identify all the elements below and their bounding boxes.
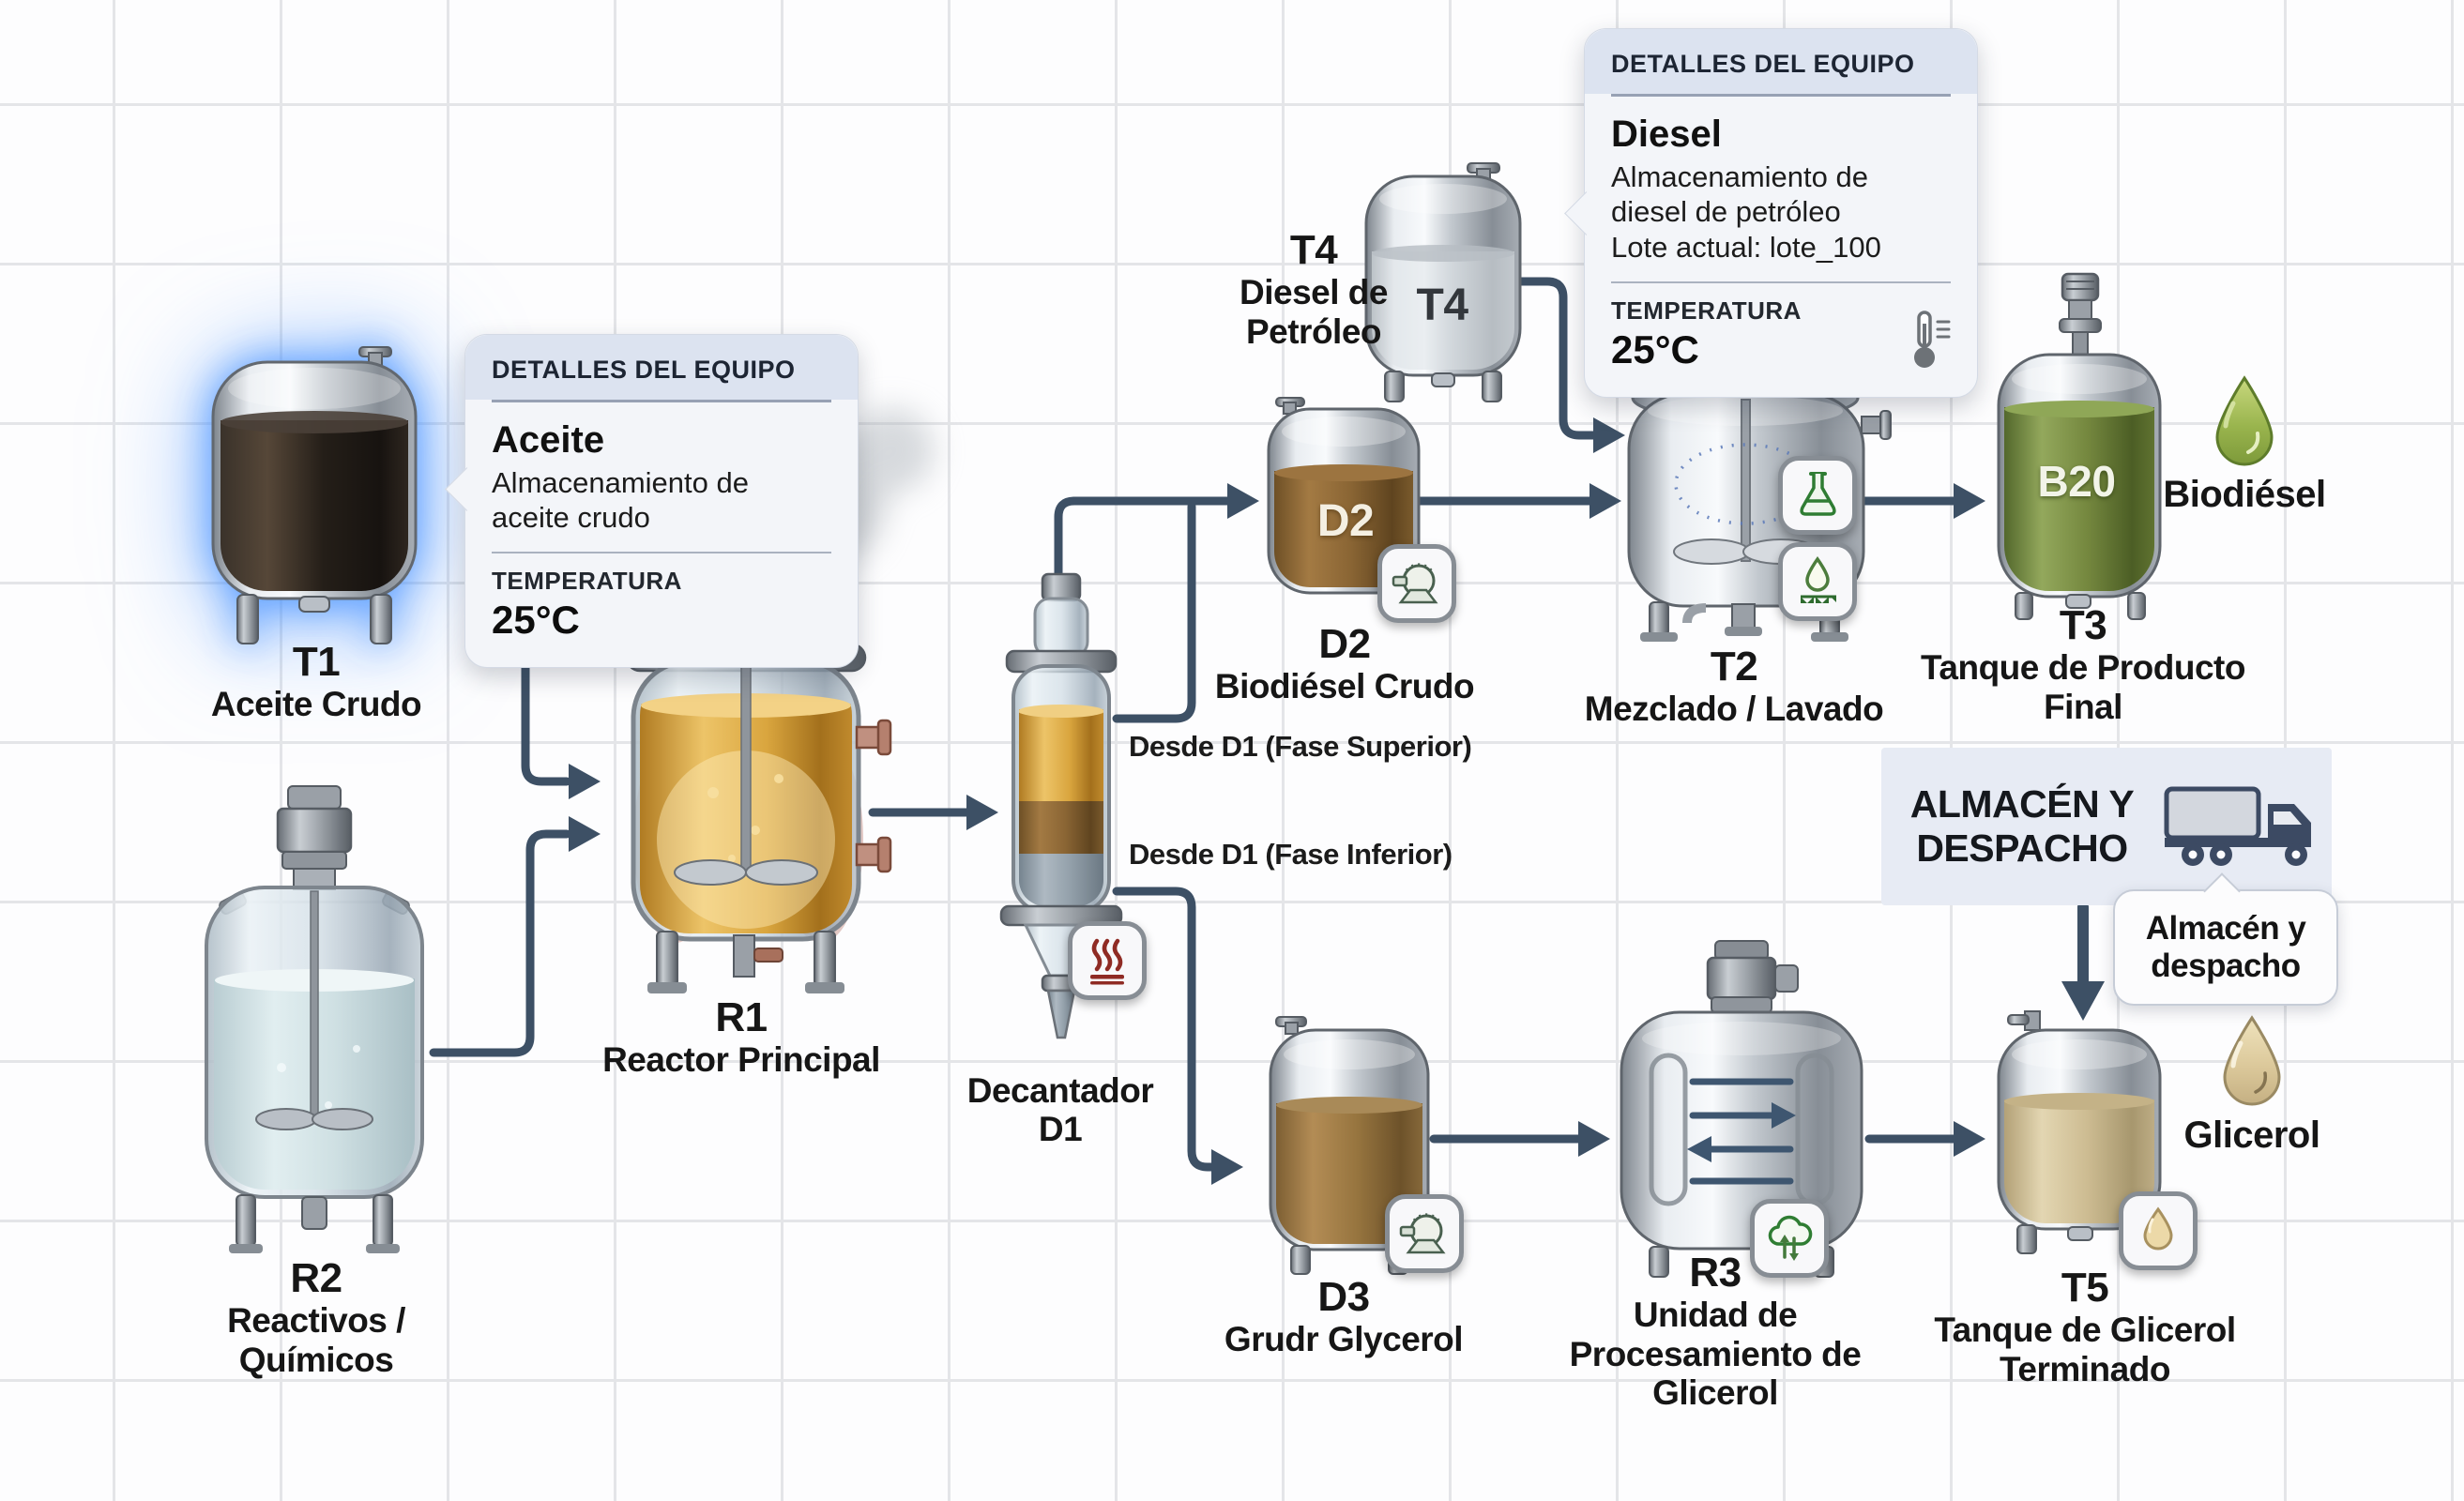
almacen-bubble-text: Almacén y despacho <box>2145 910 2306 984</box>
temp-value: 25°C <box>492 598 580 643</box>
t3-tank[interactable] <box>1991 272 2169 623</box>
t4-tank[interactable] <box>1359 161 1528 407</box>
d1-decanter[interactable] <box>990 561 1131 1091</box>
t3-tank-text: B20 <box>2037 457 2116 506</box>
arrow-d1-to-d2 <box>1227 483 1259 519</box>
d2-tank-text: D2 <box>1316 496 1375 546</box>
arrow-r1-to-d1 <box>966 795 998 830</box>
arrow-t2-to-t3 <box>1954 483 1985 519</box>
chemical-flask-icon <box>1800 472 1836 516</box>
t4-name: Diesel de Petróleo <box>1240 273 1388 351</box>
glicerol-label: Glicerol <box>2183 1114 2320 1156</box>
t4-tank-text: T4 <box>1416 280 1468 330</box>
label-r3: R3 Unidad de Procesamiento de Glicerol <box>1551 1250 1879 1413</box>
t1-code: T1 <box>292 639 341 685</box>
d1-heater-badge[interactable] <box>1068 921 1147 1000</box>
tooltip-title: Aceite <box>492 419 605 461</box>
stream-fase-superior: Desde D1 (Fase Superior) <box>1129 730 1472 763</box>
tooltip-aceite: DETALLES DEL EQUIPO Aceite Almacenamient… <box>445 334 859 669</box>
tooltip-diesel: DETALLES DEL EQUIPO Diesel Almacenamient… <box>1564 28 1978 399</box>
label-t5: T5 Tanque de Glicerol Terminado <box>1897 1265 2273 1388</box>
thermometer-icon <box>1900 309 1956 380</box>
arrow-r2-to-r1 <box>569 816 601 852</box>
arrow-t1-to-r1 <box>569 764 601 799</box>
almacen-bubble: Almacén y despacho <box>2113 872 2338 1006</box>
stream-fase-inferior: Desde D1 (Fase Inferior) <box>1129 838 1453 871</box>
t2-flask-badge[interactable] <box>1778 456 1857 535</box>
r2-name: Reactivos / Químicos <box>227 1301 405 1379</box>
d2-code: D2 <box>1318 621 1371 667</box>
biodiesel-droplet-icon <box>2214 375 2274 469</box>
arrow-d2-to-t2 <box>1589 483 1621 519</box>
t4-code: T4 <box>1289 227 1338 273</box>
tooltip-description: Almacenamiento de aceite crudo <box>492 466 749 535</box>
tooltip-description: Almacenamiento de diesel de petróleo <box>1611 160 1868 229</box>
pump-gauge-icon <box>1392 563 1438 604</box>
r1-name: Reactor Principal <box>602 1040 880 1080</box>
t2-code: T2 <box>1710 644 1758 690</box>
d3-pump-badge[interactable] <box>1385 1194 1464 1273</box>
r3-code: R3 <box>1689 1250 1742 1296</box>
temp-value: 25°C <box>1611 327 1699 372</box>
tooltip-header: DETALLES DEL EQUIPO <box>1585 29 1977 94</box>
almacen-banner: ALMACÉN Y DESPACHO <box>1881 748 2332 905</box>
r3-unit[interactable] <box>1610 940 1873 1281</box>
t5-name: Tanque de Glicerol Terminado <box>1934 1311 2236 1388</box>
label-r1: R1 Reactor Principal <box>572 994 910 1080</box>
label-d2: D2 Biodiésel Crudo <box>1190 621 1499 706</box>
r1-code: R1 <box>715 994 768 1040</box>
arrow-almacen-to-t5 <box>2061 981 2105 1021</box>
label-t3: T3 Tanque de Producto Final <box>1905 602 2261 726</box>
temp-label: TEMPERATURA <box>1611 296 1802 326</box>
t2-name: Mezclado / Lavado <box>1584 690 1884 729</box>
t1-name: Aceite Crudo <box>210 685 422 724</box>
d2-name: Biodiésel Crudo <box>1214 667 1475 706</box>
d3-code: D3 <box>1317 1274 1370 1320</box>
tooltip-batch: Lote actual: lote_100 <box>1611 231 1881 265</box>
tooltip-header: DETALLES DEL EQUIPO <box>465 335 858 400</box>
d3-name: Grudr Glycerol <box>1224 1320 1464 1359</box>
label-r2: R2 Reactivos / Químicos <box>199 1255 433 1379</box>
d2-pump-badge[interactable] <box>1377 544 1456 623</box>
t3-name: Tanque de Producto Final <box>1921 648 2245 726</box>
delivery-truck-icon <box>2163 778 2322 875</box>
label-d3: D3 Grudr Glycerol <box>1189 1274 1498 1359</box>
r2-reactor[interactable] <box>188 785 441 1260</box>
tooltip-title: Diesel <box>1611 114 1722 155</box>
d1-name: Decantador D1 <box>966 1071 1154 1149</box>
droplet-icon <box>2143 1206 2173 1251</box>
glicerol-droplet-icon <box>2222 1015 2282 1109</box>
pump-gauge-icon <box>1399 1213 1446 1254</box>
arrow-d1-to-d3 <box>1211 1149 1243 1185</box>
temp-label: TEMPERATURA <box>492 567 682 596</box>
t3-code: T3 <box>2059 602 2107 648</box>
arrow-r3-to-t5 <box>1954 1121 1985 1157</box>
t2-wash-badge[interactable] <box>1778 542 1857 621</box>
almacen-banner-text: ALMACÉN Y DESPACHO <box>1909 781 2135 870</box>
r3-name: Unidad de Procesamiento de Glicerol <box>1569 1296 1862 1413</box>
r2-code: R2 <box>290 1255 342 1301</box>
droplet-filter-icon <box>1801 556 1836 603</box>
arrow-d3-to-r3 <box>1578 1121 1610 1157</box>
r3-evaporation-badge[interactable] <box>1750 1199 1829 1278</box>
t5-droplet-badge[interactable] <box>2119 1191 2198 1270</box>
label-t4: T4 Diesel de Petróleo <box>1224 227 1403 351</box>
label-t1: T1 Aceite Crudo <box>175 639 457 724</box>
arrow-t4-to-t2 <box>1593 417 1625 453</box>
label-d1: Decantador D1 <box>943 1071 1178 1149</box>
t5-code: T5 <box>2061 1265 2109 1311</box>
label-t2: T2 Mezclado / Lavado <box>1537 644 1931 729</box>
t1-tank[interactable] <box>202 345 427 660</box>
cloud-recycle-icon <box>1768 1215 1813 1261</box>
biodiesel-label: Biodiésel <box>2163 474 2326 515</box>
heater-icon <box>1090 938 1124 985</box>
